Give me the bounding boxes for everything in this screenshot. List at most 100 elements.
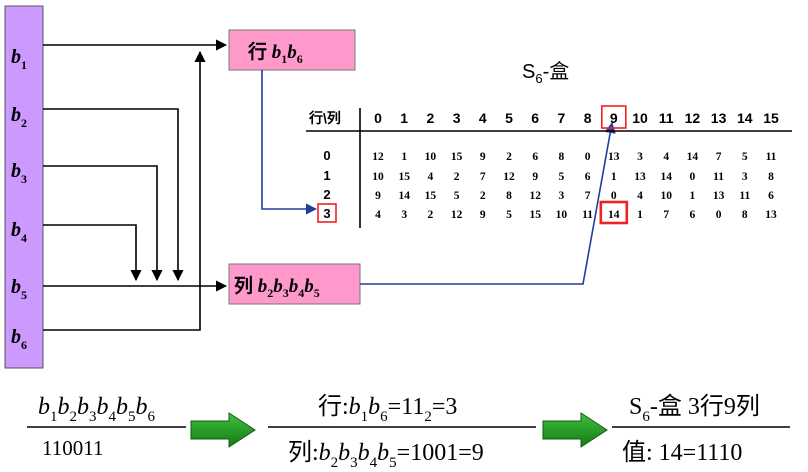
- sbox-cell: 7: [716, 151, 722, 163]
- sbox-cell: 1: [401, 151, 407, 163]
- row-to-sbox-line: [261, 70, 318, 215]
- sbox-cell: 1: [611, 171, 617, 183]
- sbox-cell: 15: [425, 190, 437, 202]
- sbox-title: S6-盒: [522, 60, 569, 86]
- b6-to-row-line: [43, 50, 206, 331]
- sbox-col-header: 2: [427, 110, 435, 126]
- sbox-cell: 8: [506, 190, 512, 202]
- sbox-cell: 4: [637, 190, 643, 202]
- selected-col-highlight: [600, 105, 627, 129]
- sbox-cell: 6: [532, 151, 538, 163]
- sbox-cell: 11: [739, 190, 750, 202]
- sbox-col-header: 6: [531, 110, 539, 126]
- sbox-cell: 1: [690, 190, 696, 202]
- sbox-row-header: 0: [323, 148, 330, 163]
- sbox-cell: 10: [425, 151, 437, 163]
- sbox-cell: 7: [585, 190, 591, 202]
- sbox-cell: 5: [506, 209, 512, 221]
- bit-label-6: b6​: [11, 326, 27, 352]
- sbox-cell: 2: [454, 171, 460, 183]
- sbox-cell: 0: [611, 190, 617, 202]
- sbox-cell: 14: [660, 171, 672, 183]
- sbox-cell: 2: [480, 190, 486, 202]
- sbox-row-header: 3: [323, 206, 330, 221]
- row-derivation: 行:b1​b6​=112=3: [318, 393, 457, 425]
- sbox-cell: 2: [428, 209, 434, 221]
- sbox-cell: 13: [713, 190, 725, 202]
- sbox-corner-label: 行\列: [308, 110, 341, 126]
- sbox-cell: 13: [608, 151, 620, 163]
- col-select-label: 列 b2​b3​b4​b5​: [234, 275, 320, 300]
- sbox-cell: 0: [690, 171, 696, 183]
- sbox-cell: 9: [532, 171, 538, 183]
- sbox-cell: 1: [637, 209, 643, 221]
- sbox-cell: 2: [506, 151, 512, 163]
- bit-label-1: b1​: [11, 46, 27, 72]
- sbox-cell: 12: [372, 151, 384, 163]
- col-select-box: [228, 263, 361, 305]
- sbox-cell: 3: [637, 151, 643, 163]
- b3-to-col-line: [43, 165, 163, 282]
- sbox-cell: 7: [480, 171, 486, 183]
- sbox-row-header: 2: [323, 187, 330, 202]
- sbox-cell: 5: [454, 190, 460, 202]
- selected-row-highlight: [317, 203, 337, 223]
- green-arrow-1: [190, 412, 256, 448]
- bit-label-2: b2​: [11, 104, 27, 130]
- sbox-cell: 0: [716, 209, 722, 221]
- sbox-row-header: 1: [323, 168, 330, 183]
- bit-label-4: b4​: [11, 219, 27, 245]
- sbox-cell: 14: [608, 209, 620, 221]
- sbox-cell: 4: [375, 209, 381, 221]
- result-title: S6-盒 3行9列: [629, 393, 760, 425]
- sbox-col-header: 4: [479, 110, 487, 126]
- sbox-cell: 8: [768, 171, 774, 183]
- sbox-cell: 14: [687, 151, 699, 163]
- sbox-cell: 3: [401, 209, 407, 221]
- col-derivation: 列:b2​b3​b4​b5​=1001=9: [288, 439, 484, 471]
- sbox-cell: 9: [480, 209, 486, 221]
- row-select-box: [228, 29, 356, 71]
- sbox-cell: 4: [663, 151, 669, 163]
- wiring: [43, 39, 228, 331]
- green-arrow-2: [542, 412, 608, 448]
- sbox-cell: 9: [480, 151, 486, 163]
- bit-label-group: b1​ b2​ b3​ b4​ b5​ b6​: [11, 46, 27, 352]
- sbox-col-header: 10: [632, 110, 648, 126]
- sbox-cell: 15: [451, 151, 463, 163]
- sbox-cell: 9: [375, 190, 381, 202]
- sbox-cell: 8: [742, 209, 748, 221]
- sbox-cell: 12: [451, 209, 463, 221]
- sbox-cell: 13: [765, 209, 777, 221]
- bottom-derivation: b1​b2​b3​b4​b5​b6​110011行:b1​b6​=112=3列:…: [27, 393, 790, 471]
- sbox-col-header: 1: [400, 110, 408, 126]
- sbox-cell: 3: [742, 171, 748, 183]
- b4-to-col-line: [43, 224, 142, 282]
- sbox-cell: 14: [398, 190, 410, 202]
- sbox-col-header: 11: [659, 110, 674, 126]
- sbox-cell: 12: [529, 190, 541, 202]
- sbox-col-header: 13: [711, 110, 727, 126]
- bit-label-3: b3​: [11, 160, 27, 186]
- sbox-cell: 6: [690, 209, 696, 221]
- sbox-cell: 10: [556, 209, 568, 221]
- sbox-col-header: 8: [584, 110, 592, 126]
- sbox-cell: 11: [582, 209, 593, 221]
- sbox-cell: 5: [559, 171, 565, 183]
- sbox-cell: 11: [766, 151, 777, 163]
- sbox-cell: 6: [768, 190, 774, 202]
- sbox-col-header: 5: [505, 110, 513, 126]
- sbox-cell: 6: [585, 171, 591, 183]
- sbox-cell: 12: [503, 171, 515, 183]
- selected-cell-highlight: [599, 200, 629, 225]
- sbox-cell: 15: [398, 171, 410, 183]
- sbox-cell: 0: [585, 151, 591, 163]
- input-value: 110011: [42, 436, 103, 460]
- sbox-col-header: 12: [685, 110, 701, 126]
- sbox-cell: 5: [742, 151, 748, 163]
- sbox-col-header: 15: [763, 110, 779, 126]
- bit-label-5: b5​: [11, 276, 27, 302]
- sbox-cell: 8: [559, 151, 565, 163]
